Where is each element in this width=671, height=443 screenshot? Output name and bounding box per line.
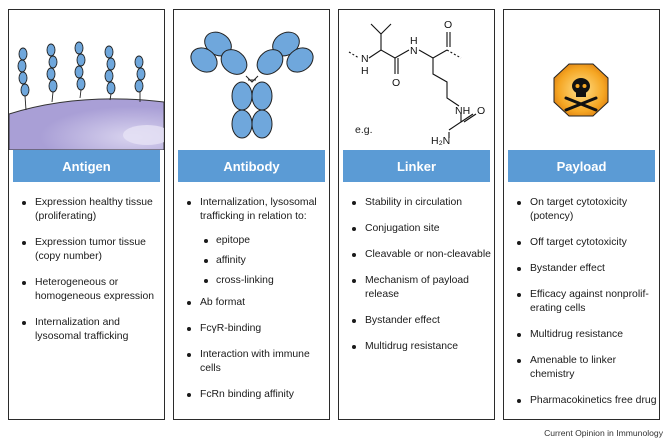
list-item: Ab format [174,296,329,310]
panel-antibody: Antibody Internalization, lysosomal traf… [173,9,330,420]
panel-payload: Payload On target cytotoxicity (potency)… [503,9,660,420]
list-item: Off target cytotoxicity [504,236,659,250]
panel-header: Linker [343,150,490,182]
list-item: Internalization and lysosomal traffickin… [9,316,164,344]
list-item: Interaction with immune cells [174,348,329,376]
list-item: Heterogeneous or homogeneous expression [9,276,164,304]
list-item: On target cytotoxicity (potency) [504,196,659,224]
list-subitem: affinity [174,254,329,268]
amine-label: H₂N [431,135,450,147]
list-item: Stability in circulation [339,196,494,210]
amine-label: NH [455,105,470,117]
list-item: Conjugation site [339,222,494,236]
list-item: Expression healthy tissue (proliferating… [9,196,164,224]
list-item: Bystander effect [339,314,494,328]
journal-credit: Current Opinion in Immunology [544,428,663,438]
antigen-illustration [9,10,164,150]
panel-header: Antibody [178,150,325,182]
hydrogen-label: H [361,65,369,77]
list-item: Mechanism of payload release [339,274,494,302]
payload-illustration [504,10,659,150]
antibody-illustration [174,10,329,150]
list-item: Pharmacokinetics free drug [504,394,659,408]
list-item: Multidrug resistance [339,340,494,354]
oxygen-label: O [392,77,400,89]
panel-header: Payload [508,150,655,182]
nitrogen-label: N [361,53,369,65]
criteria-list: Stability in circulation Conjugation sit… [339,196,494,366]
list-item: Efficacy against nonprolif-erating cells [504,288,659,316]
nitrogen-label: N [410,45,418,57]
list-item: FcRn binding affinity [174,388,329,402]
list-item: Amenable to linker chemistry [504,354,659,382]
list-item: Expression tumor tissue (copy number) [9,236,164,264]
oxygen-label: O [477,105,485,117]
list-item: FcγR-binding [174,322,329,336]
criteria-list: Expression healthy tissue (proliferating… [9,196,164,356]
criteria-list: On target cytotoxicity (potency) Off tar… [504,196,659,420]
panel-antigen: Antigen Expression healthy tissue (proli… [8,9,165,420]
hydrogen-label: H [410,35,418,47]
criteria-list: Internalization, lysosomal trafficking i… [174,196,329,414]
list-subitem: epitope [174,234,329,248]
example-label: e.g. [355,124,373,136]
oxygen-label: O [444,19,452,31]
list-item: Cleavable or non-cleavable [339,248,494,262]
panel-header: Antigen [13,150,160,182]
panel-linker: N H N H O O NH O H₂N e.g. Linker Stabili… [338,9,495,420]
list-item: Multidrug resistance [504,328,659,342]
list-item: Bystander effect [504,262,659,276]
linker-structure: N H N H O O NH O H₂N e.g. [339,10,494,150]
list-subitem: cross-linking [174,274,329,288]
list-item: Internalization, lysosomal trafficking i… [174,196,329,224]
